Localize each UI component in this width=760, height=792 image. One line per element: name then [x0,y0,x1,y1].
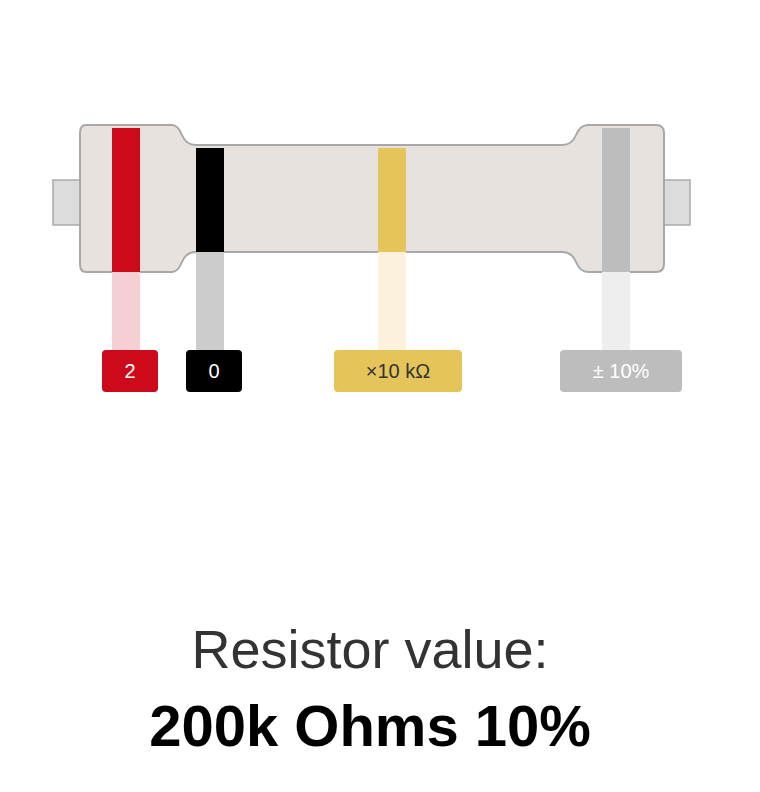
band-value: 2 [124,360,135,383]
resistor-body [80,125,664,272]
band-value-chip: 2 [102,350,158,392]
leader-stripe [602,272,630,350]
color-band [112,128,140,272]
resistor-lead [53,180,83,225]
leader-stripe [112,272,140,350]
result-value: 200k Ohms 10% [0,692,740,759]
color-band [602,128,630,272]
band-value: 0 [208,360,219,383]
leader-stripe [378,252,406,350]
band-value: ± 10% [593,360,650,383]
color-band [378,148,406,252]
leader-stripe [196,252,224,350]
band-value-chip: ×10 kΩ [334,350,462,392]
band-value-chip: ± 10% [560,350,682,392]
color-band [196,148,224,252]
resistor-lead [662,180,690,225]
band-value: ×10 kΩ [366,360,430,383]
band-value-chip: 0 [186,350,242,392]
result-heading: Resistor value: [0,618,740,680]
